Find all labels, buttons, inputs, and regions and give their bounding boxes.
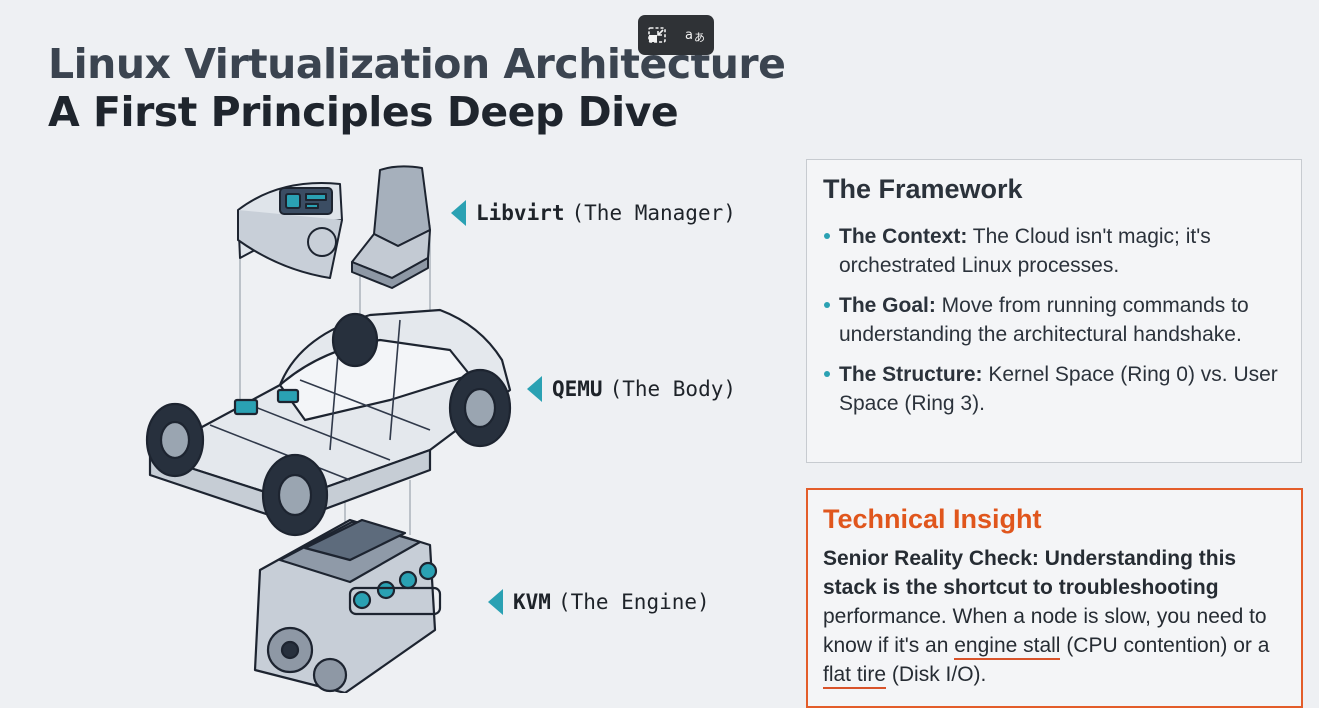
framework-heading: The Framework: [823, 174, 1023, 205]
layer-name: KVM: [513, 590, 551, 614]
pointer-triangle-icon: [451, 200, 466, 226]
list-item: The Structure: Kernel Space (Ring 0) vs.…: [823, 360, 1283, 418]
item-term: The Context:: [839, 225, 967, 248]
engine-illustration: [255, 520, 440, 693]
svg-text:あ: あ: [694, 31, 705, 44]
title-line-2: A First Principles Deep Dive: [48, 88, 785, 136]
pointer-triangle-icon: [527, 376, 542, 402]
layer-label-qemu: QEMU (The Body): [527, 376, 736, 402]
virtualization-stack-illustration: [130, 150, 550, 693]
insight-body: Senior Reality Check: Understanding this…: [823, 544, 1293, 689]
picture-in-picture-exit-icon[interactable]: [644, 22, 670, 48]
layer-description: (The Engine): [558, 590, 710, 614]
layer-label-kvm: KVM (The Engine): [488, 589, 710, 615]
framework-panel: The Framework The Context: The Cloud isn…: [806, 159, 1302, 463]
layer-description: (The Body): [610, 377, 736, 401]
layer-name: QEMU: [552, 377, 603, 401]
insight-underlined-term: engine stall: [954, 634, 1060, 660]
dashboard-seat-illustration: [238, 166, 430, 288]
list-item: The Goal: Move from running commands to …: [823, 291, 1283, 349]
list-item: The Context: The Cloud isn't magic; it's…: [823, 222, 1283, 280]
item-term: The Goal:: [839, 294, 936, 317]
insight-heading: Technical Insight: [823, 504, 1042, 535]
pointer-triangle-icon: [488, 589, 503, 615]
layer-description: (The Manager): [572, 201, 736, 225]
framework-list: The Context: The Cloud isn't magic; it's…: [823, 222, 1283, 429]
insight-text: (CPU contention) or a: [1060, 634, 1269, 657]
layer-label-libvirt: Libvirt (The Manager): [451, 200, 736, 226]
insight-underlined-term: flat tire: [823, 663, 886, 689]
video-overlay-toolbar: a あ: [638, 15, 714, 55]
item-term: The Structure:: [839, 363, 983, 386]
insight-text: (Disk I/O).: [886, 663, 986, 686]
car-chassis-illustration: [147, 310, 510, 535]
technical-insight-panel: Technical Insight Senior Reality Check: …: [806, 488, 1303, 708]
layer-name: Libvirt: [476, 201, 565, 225]
svg-text:a: a: [685, 28, 693, 43]
translate-icon[interactable]: a あ: [682, 22, 708, 48]
insight-bold-text: Senior Reality Check: Understanding this…: [823, 547, 1236, 599]
